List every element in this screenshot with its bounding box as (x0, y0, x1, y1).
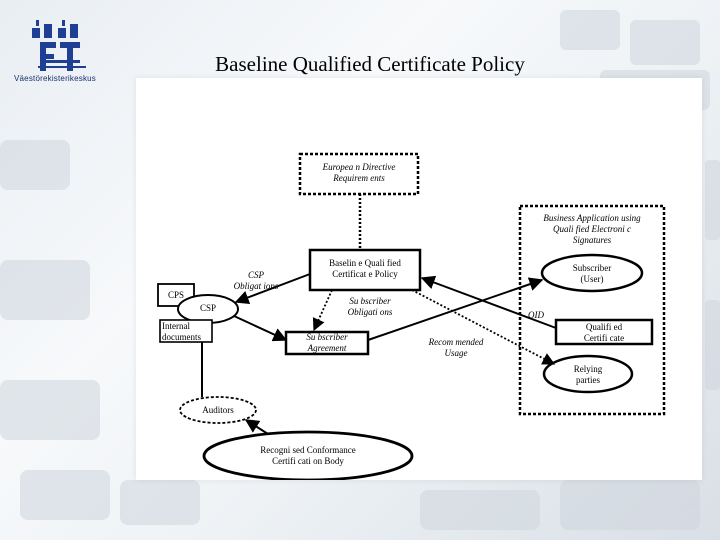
subscriber-agreement-label: Su bscriber Agreement (288, 332, 366, 354)
baseline-policy-label: Baselin e Quali fied Certificat e Policy (312, 258, 418, 280)
european-directive-label: Europea n Directive Requirem ents (302, 162, 416, 184)
subscriber-user-label: Subscriber (User) (552, 263, 632, 285)
cps-label: CPS (160, 290, 192, 301)
slide-title: Baseline Qualified Certificate Policy (120, 52, 620, 77)
recommended-usage-label: Recom mended Usage (414, 337, 498, 359)
csp-obligations-label: CSP Obligat ions (224, 270, 288, 292)
conformance-to-auditors-arrow (246, 420, 268, 434)
relying-parties-label: Relying parties (552, 364, 624, 386)
auditors-label: Auditors (186, 405, 250, 416)
subscriber-obligations-label: Su bscriber Obligati ons (330, 296, 410, 318)
business-application-label: Business Application using Quali fied El… (522, 213, 662, 246)
oid-label: OID (528, 310, 558, 321)
qualified-certificate-label: Qualifi ed Certifi cate (558, 322, 650, 344)
logo-caption: Väestörekisterikeskus (14, 74, 114, 83)
internal-documents-label: Internal documents (162, 321, 214, 343)
diagram-panel: Europea n Directive Requirem ents Busine… (136, 78, 702, 480)
conformance-body-label: Recogni sed Conformance Certifi cati on … (218, 445, 398, 467)
csp-label: CSP (188, 303, 228, 314)
csp-to-agreement-arrow (234, 316, 286, 340)
vrk-logo-mark (14, 14, 110, 74)
vrk-logo: Väestörekisterikeskus (14, 14, 110, 82)
